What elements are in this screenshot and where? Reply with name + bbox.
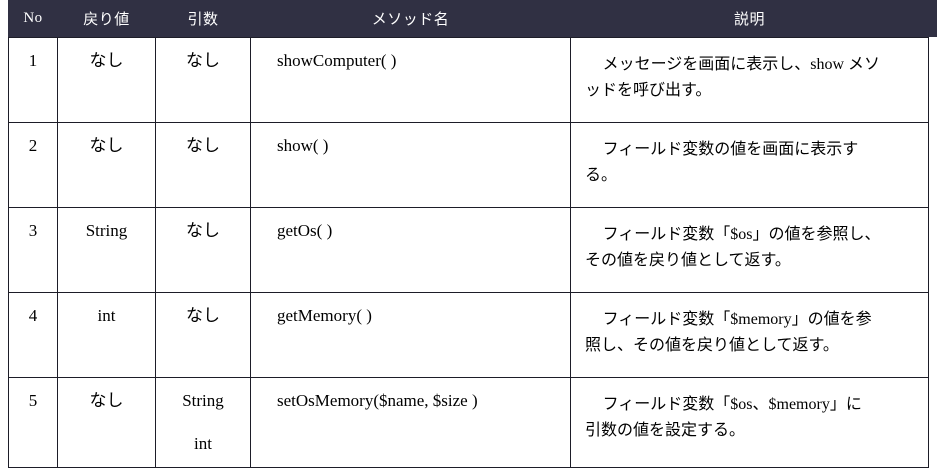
cell-return-type: なし [57, 122, 156, 208]
cell-return-type: なし [57, 37, 156, 123]
table-body: 1 なし なし showComputer( ) メッセージを画面に表示し、sho… [8, 37, 929, 468]
cell-description: メッセージを画面に表示し、show メソ ッドを呼び出す。 [570, 37, 929, 123]
cell-method-name: setOsMemory($name, $size ) [250, 377, 571, 468]
table-row: 3 String なし getOs( ) フィールド変数「$os」の値を参照し、 [8, 207, 929, 293]
table-header-row: No 戻り値 引数 メソッド名 説明 [8, 0, 929, 38]
cell-arguments: なし [155, 207, 251, 293]
cell-return-text: なし [89, 391, 124, 410]
cell-return-text: なし [89, 51, 124, 70]
cell-method-text: getOs( ) [277, 221, 333, 240]
cell-arguments-text: なし [156, 38, 250, 69]
cell-method-text: getMemory( ) [277, 306, 372, 325]
description-line-1: フィールド変数「$memory」の値を参 [602, 311, 872, 328]
description-line-2: る。 [585, 167, 618, 185]
table-row: 1 なし なし showComputer( ) メッセージを画面に表示し、sho… [8, 37, 929, 123]
cell-description: フィールド変数「$os、$memory」に 引数の値を設定する。 [570, 377, 929, 468]
column-header-description: 説明 [570, 0, 929, 38]
description-line-2: 照し、その値を戻り値として返す。 [585, 337, 839, 355]
cell-arguments-text: なし [156, 293, 250, 324]
description-line-1: フィールド変数の値を画面に表示す [602, 141, 859, 158]
table-row: 4 int なし getMemory( ) フィールド変数「$memory」の値… [8, 292, 929, 378]
method-summary-table: No 戻り値 引数 メソッド名 説明 1 なし なし [8, 0, 929, 468]
cell-method-name: getMemory( ) [250, 292, 571, 378]
column-header-args: 引数 [155, 0, 251, 38]
description-line-1: フィールド変数「$os、$memory」に [602, 396, 862, 413]
description-line-2: 引数の値を設定する。 [585, 422, 746, 440]
cell-arguments-text: String int [156, 378, 250, 452]
cell-return-text: なし [89, 136, 124, 155]
cell-description-text: メッセージを画面に表示し、show メソ ッドを呼び出す。 [571, 38, 928, 105]
cell-arguments-text: なし [156, 123, 250, 154]
cell-no: 1 [8, 37, 58, 123]
column-header-no: No [8, 0, 58, 38]
description-line-1: メッセージを画面に表示し、show メソ [602, 56, 881, 73]
cell-return-text: int [97, 306, 116, 325]
table-header-row-group: No 戻り値 引数 メソッド名 説明 [8, 0, 929, 38]
table-row: 2 なし なし show( ) フィールド変数の値を画面に表示す る。 [8, 122, 929, 208]
cell-arguments: なし [155, 122, 251, 208]
cell-method-text: show( ) [277, 136, 329, 155]
cell-method-name: getOs( ) [250, 207, 571, 293]
cell-arguments: なし [155, 292, 251, 378]
column-header-method: メソッド名 [250, 0, 571, 38]
table-row: 5 なし String int setOsMemory($name, $size… [8, 377, 929, 468]
cell-description: フィールド変数「$memory」の値を参 照し、その値を戻り値として返す。 [570, 292, 929, 378]
cell-no-text: 4 [28, 306, 38, 325]
argument-line-1: String [182, 391, 224, 410]
cell-description: フィールド変数の値を画面に表示す る。 [570, 122, 929, 208]
cell-description: フィールド変数「$os」の値を参照し、 その値を戻り値として返す。 [570, 207, 929, 293]
cell-description-text: フィールド変数「$memory」の値を参 照し、その値を戻り値として返す。 [571, 293, 928, 360]
cell-no-text: 3 [28, 221, 38, 240]
cell-method-name: show( ) [250, 122, 571, 208]
cell-return-type: String [57, 207, 156, 293]
cell-no: 3 [8, 207, 58, 293]
cell-method-text: showComputer( ) [277, 51, 397, 70]
description-line-2: その値を戻り値として返す。 [585, 252, 791, 270]
cell-arguments: String int [155, 377, 251, 468]
cell-return-text: String [85, 221, 128, 240]
cell-no: 4 [8, 292, 58, 378]
argument-line-1: なし [186, 221, 220, 240]
argument-line-1: なし [186, 306, 220, 325]
cell-no: 2 [8, 122, 58, 208]
cell-description-text: フィールド変数「$os」の値を参照し、 その値を戻り値として返す。 [571, 208, 928, 275]
cell-arguments-text: なし [156, 208, 250, 239]
cell-no: 5 [8, 377, 58, 468]
cell-method-text: setOsMemory($name, $size ) [277, 391, 478, 410]
argument-line-1: なし [186, 51, 220, 70]
cell-no-text: 5 [28, 391, 38, 410]
cell-no-text: 1 [28, 51, 38, 70]
cell-no-text: 2 [28, 136, 38, 155]
cell-return-type: なし [57, 377, 156, 468]
cell-arguments: なし [155, 37, 251, 123]
cell-method-name: showComputer( ) [250, 37, 571, 123]
argument-line-1: なし [186, 136, 220, 155]
cell-description-text: フィールド変数「$os、$memory」に 引数の値を設定する。 [571, 378, 928, 445]
cell-description-text: フィールド変数の値を画面に表示す る。 [571, 123, 928, 190]
description-line-1: フィールド変数「$os」の値を参照し、 [602, 226, 881, 243]
description-line-2: ッドを呼び出す。 [585, 82, 712, 100]
cell-return-type: int [57, 292, 156, 378]
argument-line-2: int [194, 434, 212, 453]
column-header-return: 戻り値 [57, 0, 156, 38]
